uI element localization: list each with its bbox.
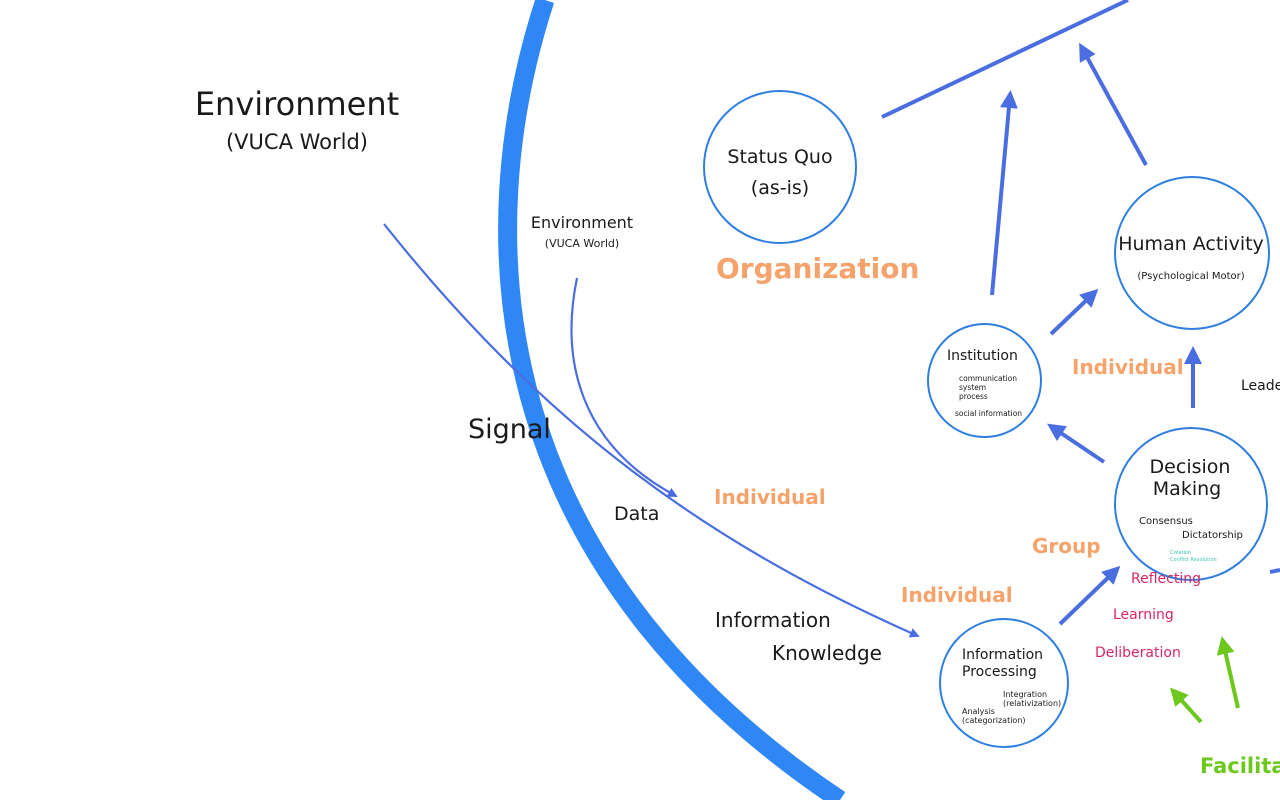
right-edge-partial-line [1269, 568, 1280, 574]
signal-to-information-arrow [383, 223, 920, 638]
knowledge-label: Knowledge [772, 641, 882, 665]
analysis-label: Analysis [962, 707, 995, 716]
info-processing-title-line2: Processing [962, 664, 1037, 680]
inner-environment-subtitle: (VUCA World) [544, 237, 620, 250]
human-activity-node [1114, 176, 1270, 330]
institution-to-human-activity-arrow [1049, 288, 1099, 336]
decision-to-institution-arrow [1047, 423, 1106, 464]
individual-info-level-label: Individual [901, 583, 1013, 607]
individual-upper-level-label: Individual [1072, 355, 1184, 379]
institution-up-arrow [990, 90, 1018, 296]
conflict-resolution-label: Conflict Resolution [1170, 557, 1217, 563]
dictatorship-label: Dictatorship [1182, 530, 1243, 541]
facilitation-partial-label: Facilitati [1200, 754, 1280, 778]
facilitation-arrow-up [1216, 636, 1240, 709]
data-label: Data [614, 503, 660, 525]
human-activity-up-arrow [1079, 42, 1148, 166]
leader-partial-label: Leade [1241, 378, 1280, 394]
institution-detail-system: system [959, 383, 987, 392]
status-quo-title: Status Quo [727, 146, 833, 168]
integration-label: Integration [1003, 690, 1048, 699]
signal-label: Signal [468, 414, 551, 445]
institution-detail-process: process [959, 392, 988, 401]
institution-title: Institution [947, 348, 1018, 364]
outer-environment-title: Environment [194, 85, 400, 123]
individual-data-level-label: Individual [714, 485, 826, 509]
institution-note: social information [955, 409, 1023, 418]
reflecting-label: Reflecting [1131, 571, 1201, 587]
organization-level-label: Organization [716, 252, 920, 285]
outer-environment-subtitle: (VUCA World) [225, 130, 369, 154]
group-level-label: Group [1032, 534, 1101, 558]
consensus-label: Consensus [1139, 516, 1193, 527]
info-processing-to-decision-arrow [1058, 565, 1121, 626]
decision-making-node [1114, 427, 1268, 581]
creation-label: Creation [1170, 550, 1192, 556]
institution-detail-communication: communication [959, 374, 1018, 383]
facilitation-arrow-left [1169, 687, 1203, 724]
status-quo-outgoing-line [881, 0, 1129, 119]
environment-boundary-arc [498, 0, 846, 800]
human-activity-subtitle: (Psychological Motor) [1137, 271, 1245, 282]
analysis-sublabel: (categorization) [962, 716, 1026, 725]
human-activity-title: Human Activity [1118, 233, 1264, 255]
institution-node [927, 323, 1042, 438]
status-quo-subtitle: (as-is) [750, 177, 810, 199]
environment-to-data-arrow [570, 277, 678, 497]
info-processing-title-line1: Information [962, 647, 1044, 663]
decision-making-title-line1: Decision [1149, 456, 1231, 478]
inner-environment-title: Environment [530, 213, 634, 232]
deliberation-label: Deliberation [1095, 645, 1181, 661]
information-label: Information [715, 608, 831, 632]
information-processing-node [939, 618, 1069, 748]
decision-making-title-line2: Making [1152, 478, 1222, 500]
learning-label: Learning [1113, 607, 1174, 623]
integration-sublabel: (relativization) [1003, 699, 1062, 708]
status-quo-node [703, 90, 857, 244]
